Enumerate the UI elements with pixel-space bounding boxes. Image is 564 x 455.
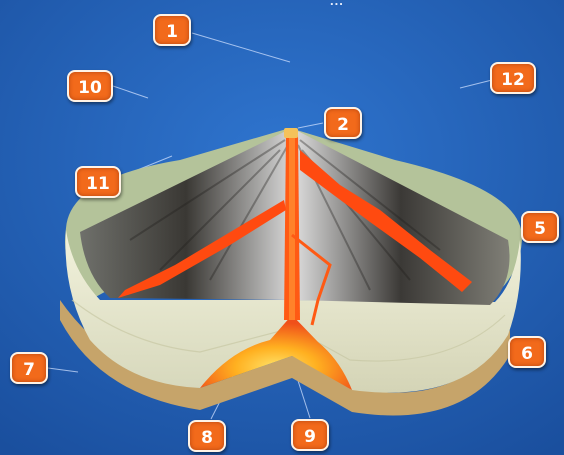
label-5: 5 <box>521 211 559 243</box>
crater <box>284 128 298 138</box>
label-7: 7 <box>10 352 48 384</box>
label-11: 11 <box>75 166 121 198</box>
label-8: 8 <box>188 420 226 452</box>
caption-fragment: ... <box>330 0 344 8</box>
label-6: 6 <box>508 336 546 368</box>
label-12: 12 <box>490 62 536 94</box>
label-10: 10 <box>67 70 113 102</box>
label-9: 9 <box>291 419 329 451</box>
label-2: 2 <box>324 107 362 139</box>
label-1: 1 <box>153 14 191 46</box>
